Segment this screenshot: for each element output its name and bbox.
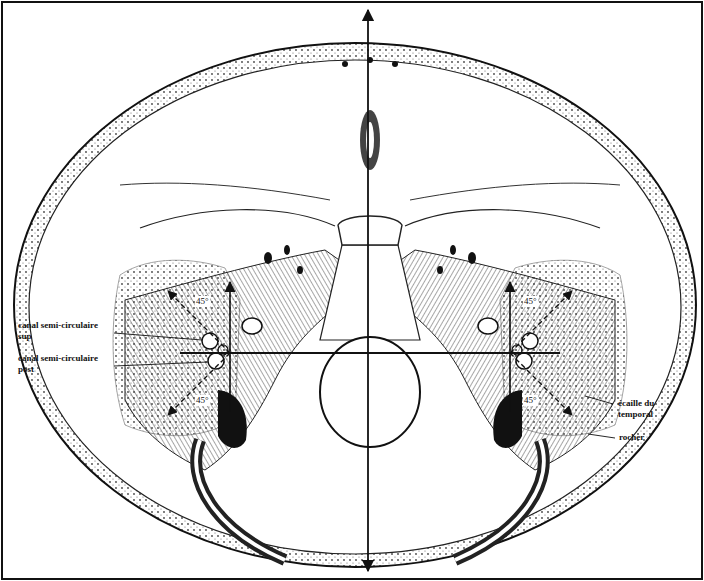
part-label: rocher xyxy=(619,432,679,443)
angle-label: 45° xyxy=(523,296,538,307)
part-label: canal semi-circulaire post xyxy=(18,353,110,375)
angle-label: 45° xyxy=(195,395,210,406)
part-label: canal semi-circulaire sup xyxy=(18,320,110,342)
angle-label: 45° xyxy=(523,395,538,406)
angle-label: 45° xyxy=(195,296,210,307)
part-label: écaille du temporal xyxy=(618,398,690,420)
